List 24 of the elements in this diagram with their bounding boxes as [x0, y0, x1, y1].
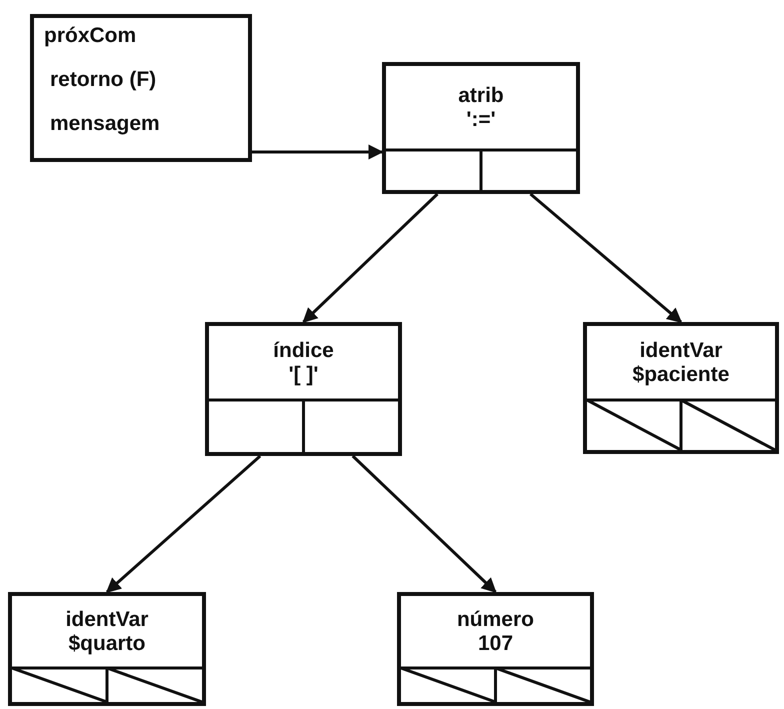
arrow	[302, 192, 438, 324]
field-name: retorno (F)	[49, 68, 158, 92]
node-value: $quarto	[68, 632, 146, 656]
node-type: número	[456, 608, 534, 632]
node-box	[8, 592, 206, 706]
arrow	[352, 454, 497, 594]
arrow	[530, 192, 682, 324]
node-value: 107	[478, 632, 514, 656]
node-type: atrib	[458, 84, 504, 108]
node-value: ':='	[466, 108, 496, 132]
node-box	[382, 62, 580, 194]
node-value: '[ ]'	[288, 363, 318, 387]
record-box	[30, 14, 252, 162]
node-type: índice	[273, 339, 334, 363]
node-type: identVar	[640, 339, 722, 363]
node-box	[397, 592, 594, 706]
node-type: identVar	[66, 608, 148, 632]
node-value: $paciente	[632, 363, 730, 387]
arrow	[106, 454, 262, 594]
field-name: mensagem	[49, 112, 160, 136]
node-box	[583, 322, 779, 454]
field-name: próxCom	[44, 24, 138, 48]
arrow	[252, 144, 384, 160]
node-box	[205, 322, 402, 456]
